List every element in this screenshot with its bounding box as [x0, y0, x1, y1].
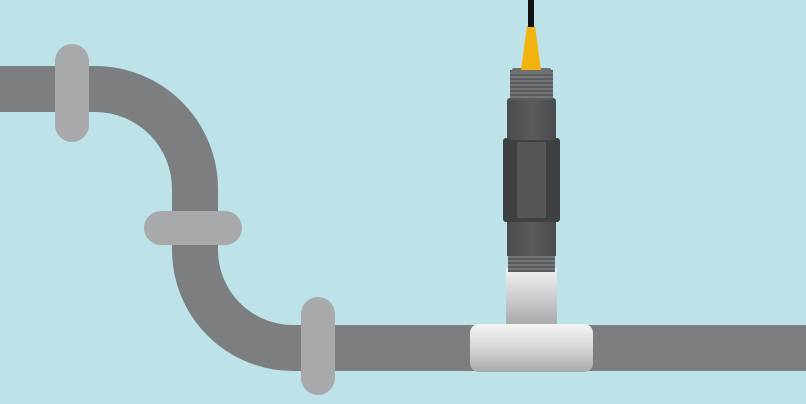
tee-fitting — [470, 268, 593, 372]
pipe-clamp-middle — [144, 211, 242, 245]
sensor-lower-thread — [508, 252, 555, 272]
tee-fitting-neck — [506, 268, 557, 328]
sensor-hex-face — [517, 142, 546, 218]
tee-fitting-body — [470, 324, 593, 372]
sensor-upper-body — [507, 98, 556, 140]
sensor-lower-body — [507, 218, 556, 256]
sensor-upper-thread — [510, 70, 553, 100]
sensor-cable — [528, 0, 534, 27]
pipe-clamp-bottom — [301, 297, 335, 395]
pressure-sensor — [503, 0, 560, 272]
cable-sleeve — [521, 26, 541, 70]
pipe-clamp-top — [55, 44, 89, 142]
